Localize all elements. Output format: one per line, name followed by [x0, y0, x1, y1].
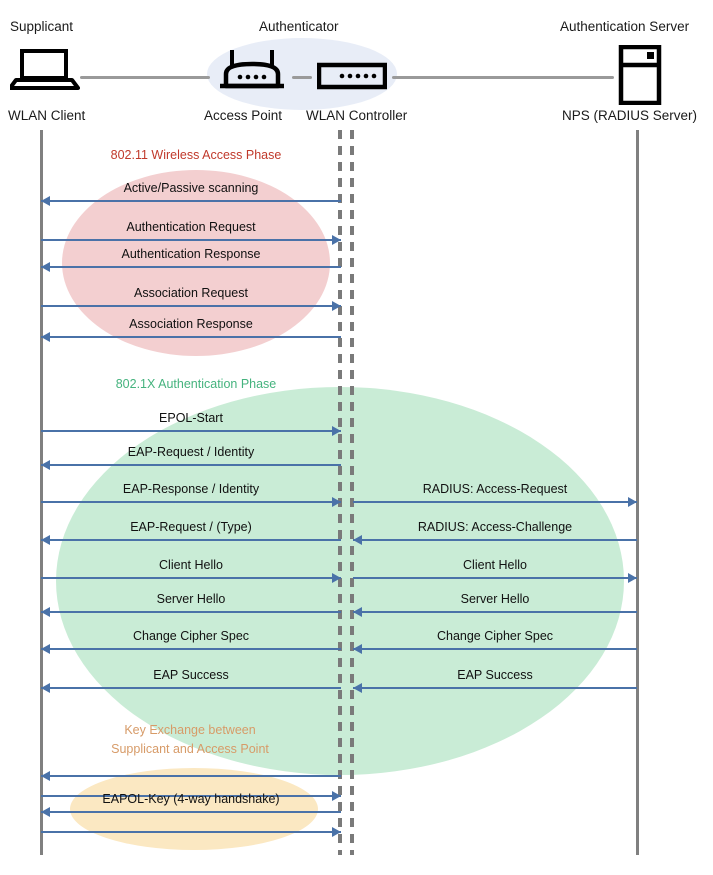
message-label: EAP Success	[457, 668, 533, 682]
message-arrow-head-right	[332, 573, 341, 583]
message-arrow-head-left	[41, 771, 50, 781]
message-arrow-line	[353, 577, 637, 579]
message-label: Authentication Request	[126, 220, 256, 234]
device-label-wlan-client: WLAN Client	[8, 108, 86, 123]
message-arrow-line	[41, 611, 341, 613]
message-label: EAP-Request / (Type)	[130, 520, 252, 534]
phase-title-802-1x: 802.1X Authentication Phase	[115, 377, 277, 391]
lifeline-auth-server	[636, 130, 639, 855]
message-arrow-line	[353, 611, 637, 613]
message-arrow-line	[41, 831, 341, 833]
message-arrow-head-right	[332, 235, 341, 245]
message-label: Change Cipher Spec	[132, 629, 250, 643]
message-label: EAP Success	[153, 668, 229, 682]
message-arrow-head-right	[332, 426, 341, 436]
message-arrow-line	[41, 430, 341, 432]
role-label-auth-server: Authentication Server	[560, 19, 690, 34]
message-arrow-line	[41, 795, 341, 797]
message-arrow-head-left	[41, 460, 50, 470]
role-label-supplicant: Supplicant	[10, 19, 74, 34]
message-arrow-head-left	[353, 535, 362, 545]
wire-controller-to-nps	[392, 76, 614, 79]
device-label-wlan-controller: WLAN Controller	[306, 108, 408, 123]
message-arrow-line	[41, 239, 341, 241]
message-label: EAPOL-Key (4-way handshake)	[102, 792, 280, 806]
message-arrow-head-right	[332, 827, 341, 837]
message-arrow-line	[41, 811, 341, 813]
message-arrow-head-right	[628, 573, 637, 583]
message-arrow-head-left	[41, 607, 50, 617]
phase-ellipse-key-exchange	[70, 768, 318, 850]
message-label: Active/Passive scanning	[123, 181, 259, 195]
message-label: Change Cipher Spec	[436, 629, 554, 643]
message-label: Server Hello	[460, 592, 530, 606]
message-arrow-head-left	[41, 807, 50, 817]
device-label-nps-radius-server: NPS (RADIUS Server)	[562, 108, 698, 123]
lifeline-wlan-controller	[350, 130, 354, 855]
phase-title-key-exchange-line1: Key Exchange between	[124, 723, 256, 737]
server-tower-icon	[618, 44, 662, 110]
wire-ap-to-controller	[292, 76, 312, 79]
message-arrow-line	[41, 464, 341, 466]
network-controller-icon	[316, 62, 388, 95]
message-arrow-line	[41, 266, 341, 268]
message-arrow-line	[41, 775, 341, 777]
message-label: EAP-Request / Identity	[127, 445, 255, 459]
message-arrow-head-right	[628, 497, 637, 507]
message-arrow-head-left	[41, 535, 50, 545]
message-arrow-line	[41, 648, 341, 650]
message-arrow-head-left	[353, 607, 362, 617]
message-label: Authentication Response	[121, 247, 261, 261]
phase-title-key-exchange-line2: Supplicant and Access Point	[111, 742, 269, 756]
message-arrow-head-left	[41, 644, 50, 654]
message-arrow-head-left	[41, 683, 50, 693]
message-arrow-head-right	[332, 301, 341, 311]
message-arrow-line	[41, 305, 341, 307]
message-label: EPOL-Start	[159, 411, 223, 425]
device-label-access-point: Access Point	[204, 108, 283, 123]
message-arrow-line	[353, 687, 637, 689]
message-arrow-head-left	[353, 644, 362, 654]
message-arrow-line	[41, 501, 341, 503]
message-arrow-head-left	[41, 262, 50, 272]
phase-title-802-11: 802.11 Wireless Access Phase	[110, 148, 282, 162]
wireless-router-icon	[216, 48, 288, 97]
message-arrow-line	[41, 577, 341, 579]
message-label: RADIUS: Access-Challenge	[417, 520, 573, 534]
message-arrow-line	[41, 687, 341, 689]
message-arrow-head-right	[332, 497, 341, 507]
message-arrow-head-left	[41, 332, 50, 342]
message-arrow-head-left	[353, 683, 362, 693]
message-arrow-head-right	[332, 791, 341, 801]
message-arrow-line	[353, 501, 637, 503]
message-label: EAP-Response / Identity	[122, 482, 260, 496]
message-arrow-head-left	[41, 196, 50, 206]
lifeline-supplicant	[40, 130, 43, 855]
message-arrow-line	[41, 539, 341, 541]
message-label: Association Request	[134, 286, 248, 300]
message-label: Client Hello	[159, 558, 223, 572]
message-arrow-line	[41, 200, 341, 202]
message-arrow-line	[353, 648, 637, 650]
message-label: RADIUS: Access-Request	[422, 482, 568, 496]
laptop-icon	[8, 48, 80, 95]
role-label-authenticator: Authenticator	[259, 19, 339, 34]
message-label: Client Hello	[463, 558, 527, 572]
wire-client-to-ap	[80, 76, 210, 79]
message-label: Association Response	[129, 317, 253, 331]
message-arrow-line	[41, 336, 341, 338]
lifeline-access-point	[338, 130, 342, 855]
message-arrow-line	[353, 539, 637, 541]
message-label: Server Hello	[156, 592, 226, 606]
